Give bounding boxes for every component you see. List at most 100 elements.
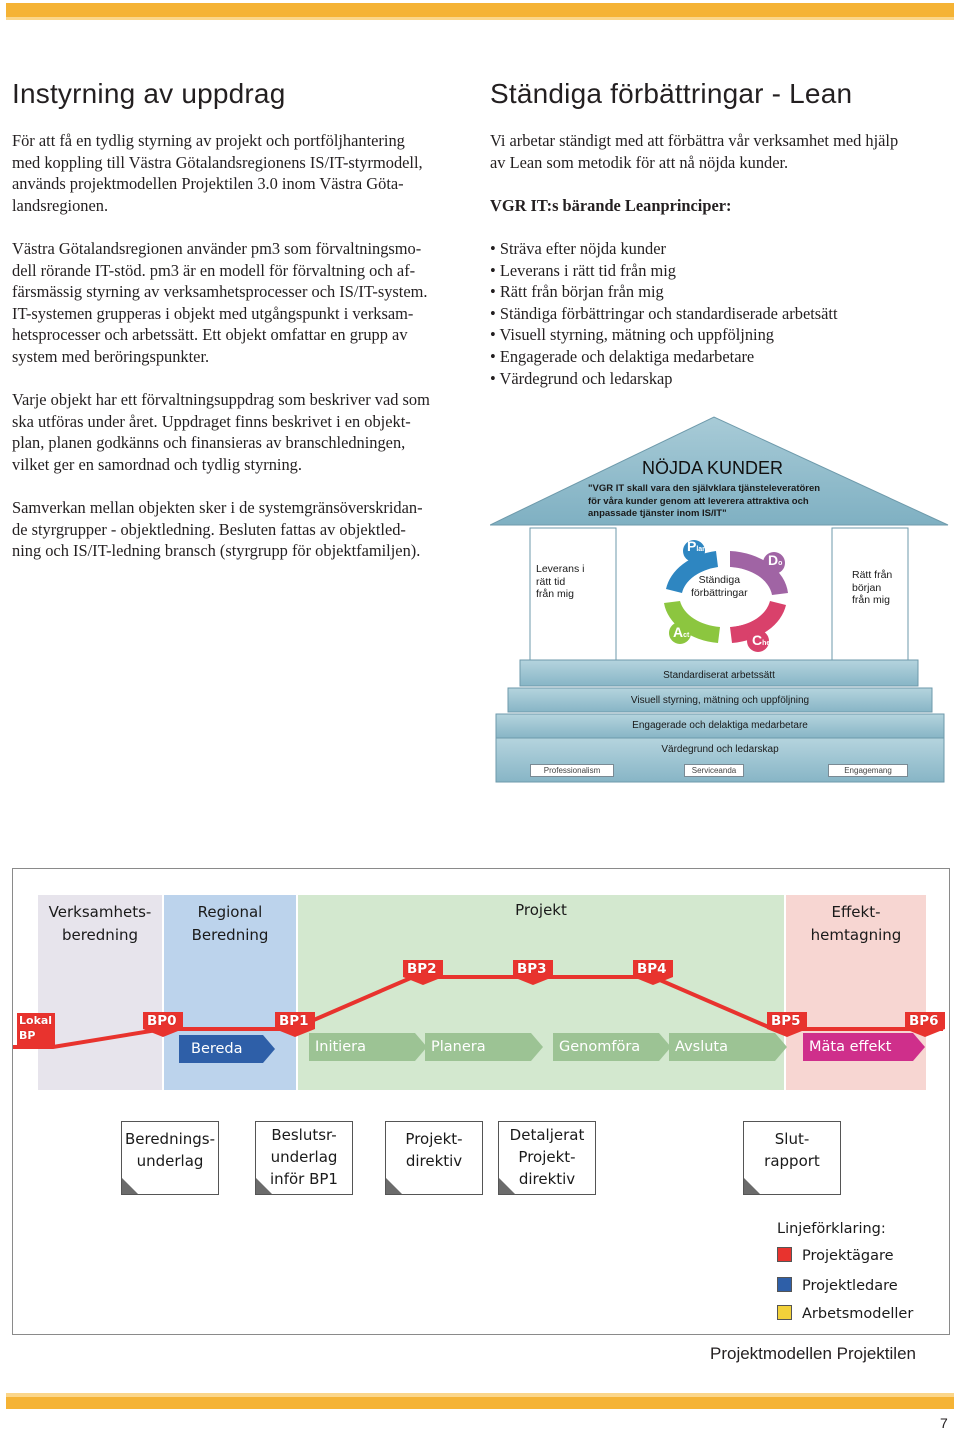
text-line: de styrgrupper - objektledning. Besluten…: [12, 519, 406, 539]
step-2: [507, 687, 933, 713]
text-line: Lokal: [19, 1014, 53, 1027]
phase-initiera: [309, 1033, 427, 1061]
value-engagemang: Engagemang: [828, 764, 908, 777]
phase-planera: [425, 1033, 543, 1061]
right-pillar-box: [831, 527, 909, 664]
lean-principles-list: Sträva efter nöjda kunderLeverans i rätt…: [490, 238, 950, 389]
check-letter: Check: [752, 632, 779, 648]
phase-mata-effekt: [803, 1033, 925, 1061]
act-letter: Act: [673, 624, 690, 640]
text-line: Beslutsr-: [271, 1126, 337, 1144]
text-line: Samverkan mellan objekten sker i de syst…: [12, 498, 423, 518]
paragraph-3: Varje objekt har ett förvaltningsuppdrag…: [12, 389, 482, 475]
paragraph-4: Samverkan mellan objekten sker i de syst…: [12, 497, 482, 562]
zone-title-4: Effekt-hemtagning: [786, 901, 926, 947]
doc-slutrapport: Slut-rapport: [743, 1121, 841, 1195]
step-2-label: Visuell styrning, mätning och uppföljnin…: [630, 695, 810, 706]
zone-verksamhetsberedning: [38, 895, 162, 1090]
text-line: hemtagning: [810, 926, 902, 944]
page-number: 7: [940, 1415, 948, 1431]
bp2-label: BP2: [407, 961, 437, 977]
plan-dot: [683, 540, 705, 562]
legend-swatch-yellow: [777, 1305, 792, 1320]
phase-bereda: [179, 1035, 275, 1063]
bp5-marker: [767, 1012, 807, 1037]
text-line: med koppling till Västra Götalandsregion…: [12, 152, 423, 172]
text-line: förbättringar: [691, 586, 748, 599]
text-line: plan, planen godkänns och finansieras av…: [12, 433, 406, 453]
check-arc: [730, 601, 786, 643]
text-line: från mig: [536, 588, 574, 600]
project-model-graphic: [13, 960, 945, 1063]
right-text-column: Vi arbetar ständigt med att förbättra vå…: [490, 130, 950, 389]
text-line: Beredning: [191, 926, 269, 944]
phase-planera-label: Planera: [431, 1039, 486, 1055]
zone-title-3: Projekt: [298, 899, 784, 922]
text-line: Projekt-: [405, 1130, 463, 1148]
principle-item: Leverans i rätt tid från mig: [490, 260, 950, 282]
bp-lokal-marker: [17, 1013, 55, 1047]
text-line: rätt tid: [536, 575, 566, 588]
pdca-wheel: [664, 540, 788, 652]
phase-bereda-label: Bereda: [191, 1041, 243, 1057]
text-line: BP: [19, 1029, 36, 1042]
value-professionalism: Professionalism: [530, 764, 614, 777]
left-heading: Instyrning av uppdrag: [12, 78, 286, 109]
house-roof: [490, 416, 949, 526]
text-line: inför BP1: [270, 1170, 338, 1188]
bp3-label: BP3: [517, 961, 547, 977]
text-line: Detaljerat: [509, 1126, 585, 1144]
phase-genomfora: [553, 1033, 671, 1061]
legend-title: Linjeförklaring:: [777, 1221, 886, 1237]
text-line: hetsprocesser och arbetssätt. Ett objekt…: [12, 325, 408, 345]
text-line: IT-systemen grupperas i objekt med utgån…: [12, 303, 414, 323]
phase-avsluta-label: Avsluta: [675, 1039, 728, 1055]
plan-arc: [666, 551, 718, 593]
principle-item: Ständiga förbättringar och standardisera…: [490, 303, 950, 325]
text-line: Slut-: [774, 1130, 810, 1148]
figure-caption: Projektmodellen Projektilen: [710, 1344, 916, 1363]
text-line: Berednings-: [124, 1130, 216, 1148]
legend-projektledare: Projektledare: [777, 1277, 898, 1294]
text-line: Leverans i: [536, 563, 585, 575]
legend-projektagare: Projektägare: [777, 1247, 894, 1264]
do-dot: [763, 552, 785, 574]
text-line: början: [852, 581, 882, 594]
doc-projektdirektiv: Projekt-direktiv: [385, 1121, 483, 1195]
text-line: anpassade tjänster inom IS/IT": [588, 508, 727, 519]
plan-letter: Plan: [687, 538, 707, 554]
text-line: underlag: [136, 1152, 204, 1170]
value-serviceanda: Serviceanda: [684, 764, 744, 777]
act-arc: [664, 601, 720, 643]
bottom-accent-bar: [6, 1393, 954, 1409]
text-line: För att få en tydlig styrning av projekt…: [12, 131, 405, 150]
principle-item: Sträva efter nöjda kunder: [490, 238, 950, 260]
bp5-label: BP5: [771, 1013, 801, 1029]
bp6-label: BP6: [909, 1013, 939, 1029]
text-line: direktiv: [518, 1170, 576, 1188]
text-line: vilket ger en samordnad och tydlig styrn…: [12, 454, 302, 474]
text-line: "VGR IT skall vara den självklara tjänst…: [588, 483, 821, 494]
do-letter: Do: [768, 552, 783, 568]
paragraph-2: Västra Götalandsregionen använder pm3 so…: [12, 238, 482, 368]
bp3-marker: [513, 960, 553, 985]
bp1-marker: [275, 1012, 315, 1037]
roof-title: NÖJDA KUNDER: [642, 458, 784, 478]
step-1: [519, 659, 919, 687]
text-line: rapport: [764, 1152, 820, 1170]
zone-title-1: Verksamhets-beredning: [38, 901, 162, 947]
text-line: dell rörande IT-stöd. pm3 är en modell f…: [12, 260, 416, 280]
legend-swatch-red: [777, 1247, 792, 1262]
bp4-marker: [633, 960, 673, 985]
phase-initiera-label: Initiera: [315, 1039, 366, 1055]
step-3-label: Engagerade och delaktiga medarbetare: [632, 720, 808, 731]
text-line: Varje objekt har ett förvaltningsuppdrag…: [12, 390, 430, 410]
text-line: landsregionen.: [12, 195, 109, 215]
bp6-marker: [905, 1012, 945, 1037]
